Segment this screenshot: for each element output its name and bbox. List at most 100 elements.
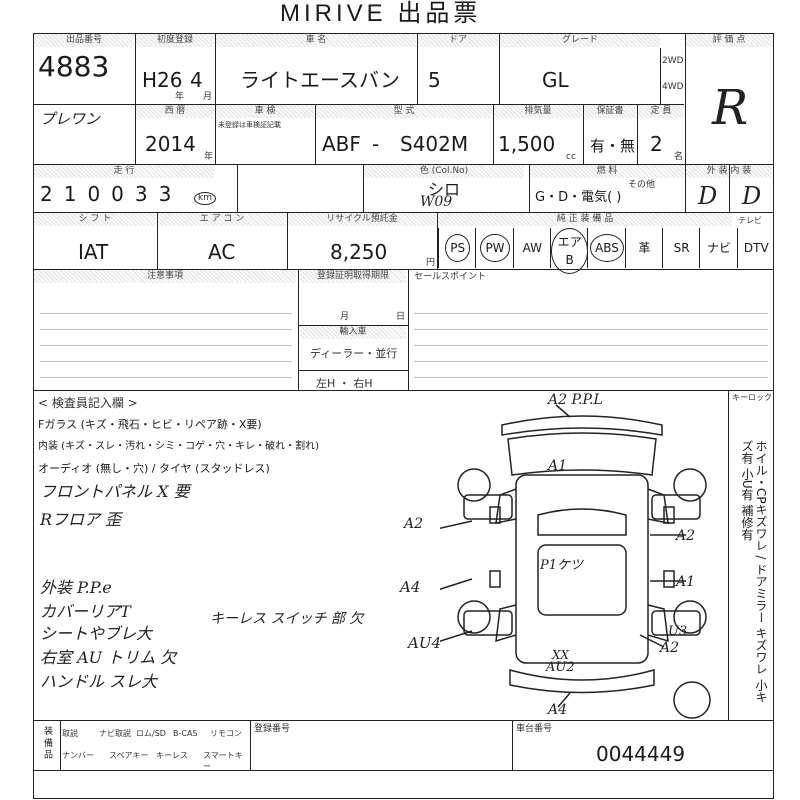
interior-line: 内装 (キズ・スレ・汚れ・シミ・コゲ・穴・キレ・破れ・割れ) <box>38 441 319 452</box>
hdr-keyless: キーロック <box>732 393 772 402</box>
option-4: ABS <box>587 228 625 268</box>
model-dash: - <box>372 132 380 156</box>
model-year: 2014 <box>145 132 196 156</box>
inspector-note: Rフロア 歪 <box>40 510 122 529</box>
import-type: ディーラー・並行 <box>310 347 398 360</box>
mark-left-mid: A4 <box>400 578 421 596</box>
option-8: DTV <box>736 228 775 268</box>
hdr-capacity: 定 員 <box>638 105 684 118</box>
drive-2wd: 2WD <box>662 56 684 66</box>
hdr-warning: 注意事項 <box>34 270 296 283</box>
hdr-displacement: 排気量 <box>494 105 582 118</box>
inspection-note: 未登録は車検証記載 <box>218 121 281 129</box>
glass-line: Fガラス (キズ・飛石・ヒビ・リペア跡・X要) <box>38 418 262 431</box>
mark-bottom-2: A4 <box>548 702 568 718</box>
footer-label: 取説 <box>62 729 78 738</box>
exterior-grade: D <box>698 182 718 210</box>
inspector-note: フロントパネル X 要 <box>40 482 190 501</box>
option-2: AW <box>512 228 551 268</box>
mark-right-mid: A1 <box>676 574 696 590</box>
score-value: R <box>712 80 749 136</box>
hdr-fuel: 燃 料 <box>530 165 684 178</box>
doors-value: 5 <box>428 68 441 92</box>
import-label: 輸入車 <box>300 326 406 339</box>
inspector-note: 外装 P.P.e <box>40 578 112 597</box>
hdr-lot: 出品番号 <box>34 34 134 47</box>
inspector-note: シートやブレ大 <box>40 624 153 643</box>
hdr-warranty: 保証書 <box>584 105 636 118</box>
mark-left-front: A2 <box>404 516 424 532</box>
option-7: ナビ <box>699 228 737 268</box>
footer-labels: 取説 ナビ取説ロム/SD B-CAS リモコンナンバー スペアキーキーレス スマートキー <box>62 722 250 771</box>
footer-label: B-CAS <box>173 729 198 738</box>
option-5: 革 <box>624 228 663 268</box>
mark-bottom-1: AU2 <box>546 660 575 675</box>
mark-hood: A1 <box>548 458 568 474</box>
grade-value: GL <box>542 68 569 92</box>
displacement: 1,500 <box>498 132 556 156</box>
hdr-score: 評 価 点 <box>686 34 772 47</box>
inspector-note: カバーリアT <box>40 602 131 621</box>
mileage: 210033 <box>40 182 183 206</box>
hdr-grade: グレード <box>500 34 660 47</box>
history-day: 日 <box>396 312 406 322</box>
mark-roof: P1ケツ <box>540 558 584 573</box>
shift-value: IAT <box>78 240 109 264</box>
footer-label: ナンバー <box>62 751 94 760</box>
warranty: 有・無 <box>590 137 636 155</box>
capacity-unit: 名 <box>674 152 684 162</box>
footer-label: ナビ取説 <box>99 729 131 738</box>
inspector-notes: フロントパネル X 要 Rフロア 歪外装 P.P.e カバーリアT シートやブレ大右室… <box>40 482 480 712</box>
recycle-value: 8,250 <box>330 240 388 264</box>
fuel: G・D・電気( ) <box>535 190 622 205</box>
hdr-mileage: 走 行 <box>34 165 214 178</box>
footer-label: キーレス <box>156 751 188 760</box>
hdr-history: 登録証明取得期限 <box>300 270 406 283</box>
hdr-selling-points: セールスポイント <box>414 272 487 282</box>
color-name: シロ <box>428 180 461 199</box>
hdr-shift: シ フ ト <box>34 213 156 226</box>
model-code: S402M <box>400 132 469 156</box>
mileage-unit: km <box>194 192 216 205</box>
inspector-note: 右室 AU トリム 欠 <box>40 648 177 667</box>
sheet-title: MIRIVE 出品票 <box>280 0 482 27</box>
cc-label: cc <box>566 152 576 162</box>
option-0: PS <box>438 228 476 268</box>
first-reg-era: H26 <box>142 68 183 92</box>
capacity: 2 <box>650 132 663 156</box>
inspector-title: < 検査員記入欄 > <box>38 396 138 410</box>
footer-label: スペアキー <box>109 751 149 760</box>
fuel-other: その他 <box>628 180 656 190</box>
option-6: SR <box>662 228 700 268</box>
handle-side: 左H ・ 右H <box>316 377 373 390</box>
option-1: PW <box>475 228 513 268</box>
footer-label: ロム/SD <box>136 729 166 738</box>
nen-label-2: 年 <box>204 152 214 162</box>
history-month: 月 <box>340 312 350 322</box>
footer-side-label: 装 備 品 <box>42 726 52 759</box>
hdr-car-name: 車 名 <box>216 34 416 47</box>
nen-label: 年 <box>175 92 185 102</box>
model-prefix: ABF <box>322 132 361 156</box>
hdr-model-type: 型 式 <box>316 105 492 118</box>
hdr-aircon: エ ア コ ン <box>158 213 286 226</box>
color-code: W09 <box>420 194 453 210</box>
chassis-label: 車台番号 <box>516 724 553 734</box>
drive-4wd: 4WD <box>662 82 684 92</box>
chassis-number: 0044449 <box>596 742 686 766</box>
mark-right-front: A2 <box>676 528 696 544</box>
recycle-unit: 円 <box>426 258 436 268</box>
hdr-inspection: 車 検 <box>216 105 314 118</box>
auction-sheet-frame <box>33 33 774 799</box>
inspector-note: ハンドル スレ大 <box>40 672 158 691</box>
hdr-options: 純 正 装 備 品 <box>438 213 732 226</box>
footer-label: スマートキー <box>203 751 243 771</box>
mark-top: A2 P.P.L <box>548 392 603 408</box>
option-3: エアB <box>550 228 589 274</box>
mark-left-rear: AU4 <box>408 634 442 652</box>
first-reg-month: 4 <box>190 68 203 92</box>
car-name: ライトエースバン <box>240 68 400 92</box>
reg-no-label: 登録番号 <box>254 724 291 734</box>
footer-label: リモコン <box>210 729 242 738</box>
